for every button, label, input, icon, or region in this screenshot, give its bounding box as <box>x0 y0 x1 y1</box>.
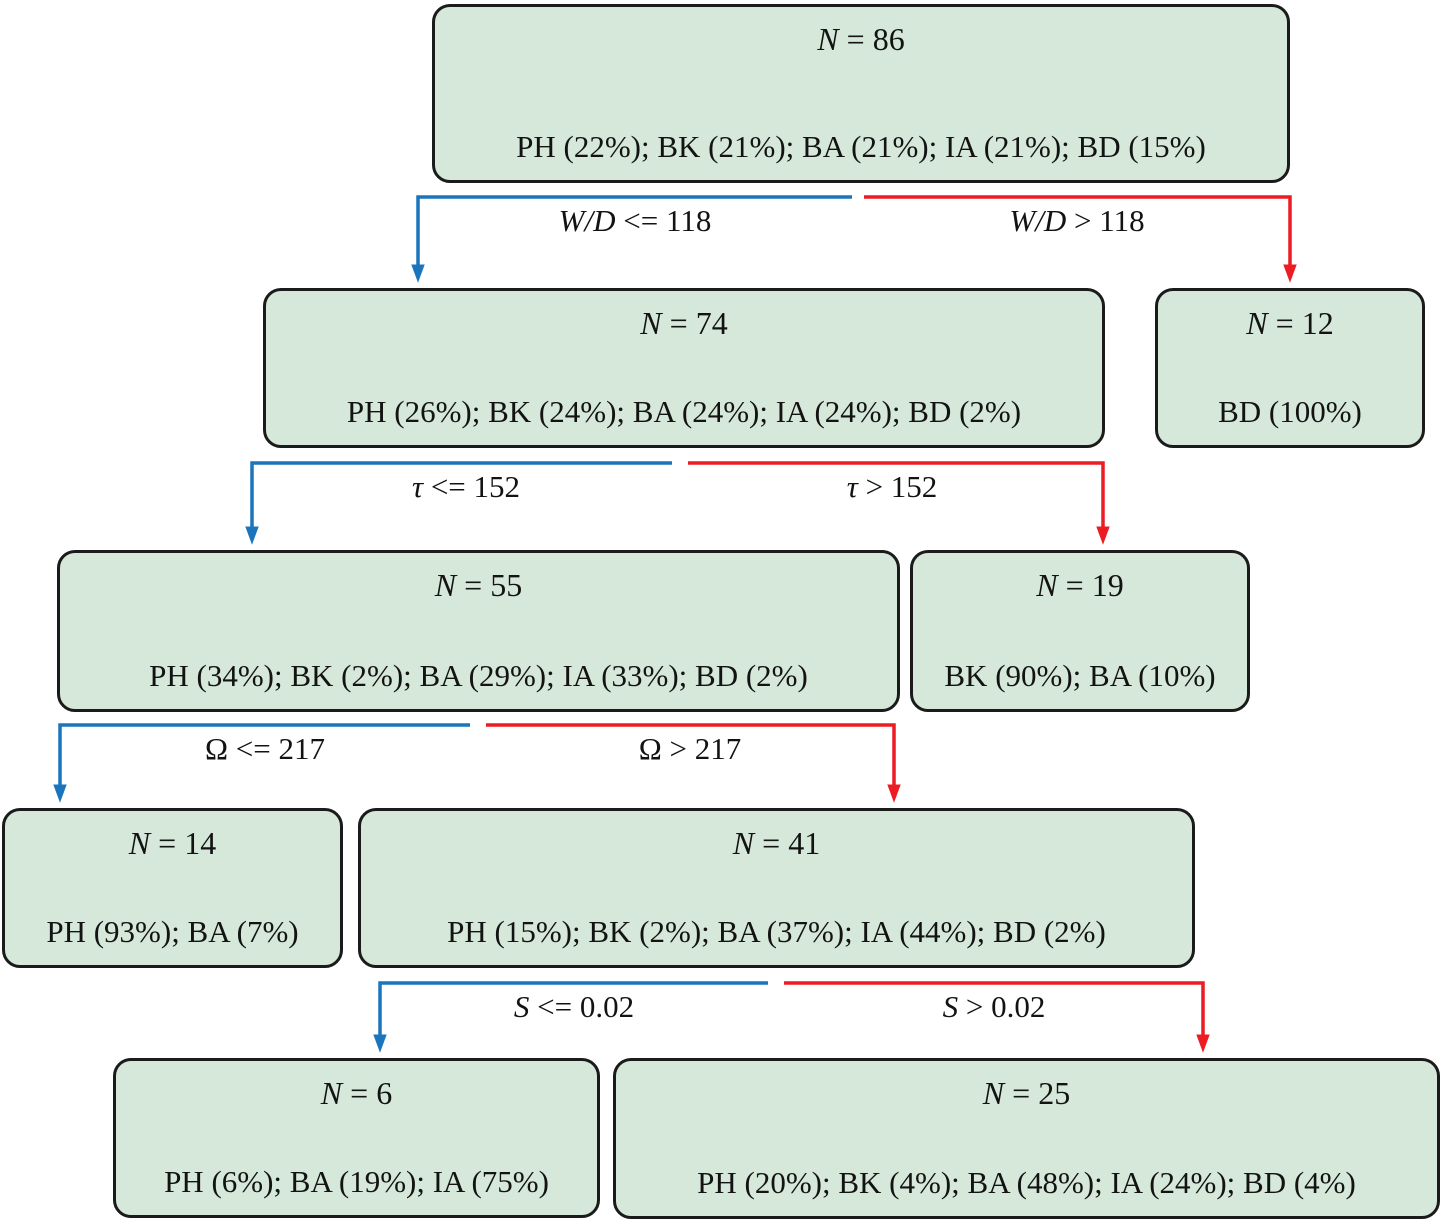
split-variable: Ω <box>204 731 229 766</box>
branch-s-left-arrow <box>373 981 768 1053</box>
branch-omega-right-arrow <box>486 723 901 803</box>
n-symbol: N <box>640 305 662 341</box>
branch-s-right-arrow <box>784 981 1210 1053</box>
tree-node-n25: N = 25 PH (20%); BK (4%); BA (48%); IA (… <box>613 1058 1440 1219</box>
node-distribution: PH (26%); BK (24%); BA (24%); IA (24%); … <box>346 394 1022 429</box>
split-label-wd-right: W/D > 118 <box>1009 205 1144 236</box>
branch-wd-right-arrow <box>864 195 1297 283</box>
n-symbol: N <box>732 825 755 861</box>
split-label-s-right: S > 0.02 <box>943 991 1046 1022</box>
split-condition: > 0.02 <box>958 989 1046 1024</box>
node-distribution: PH (34%); BK (2%); BA (29%); IA (33%); B… <box>149 658 808 693</box>
node-distribution: PH (20%); BK (4%); BA (48%); IA (24%); B… <box>697 1165 1356 1200</box>
split-condition: <= 152 <box>423 469 521 504</box>
node-count: N = 41 <box>733 827 820 859</box>
split-variable: S <box>942 989 959 1024</box>
tree-node-root: N = 86 PH (22%); BK (21%); BA (21%); IA … <box>432 4 1290 183</box>
split-condition: > 152 <box>857 469 938 504</box>
branch-tau-left-arrow <box>245 461 672 545</box>
split-label-omega-right: Ω > 217 <box>639 733 742 764</box>
tree-node-n6: N = 6 PH (6%); BA (19%); IA (75%) <box>113 1058 600 1218</box>
n-symbol: N <box>1246 305 1268 341</box>
tree-node-n19: N = 19 BK (90%); BA (10%) <box>910 550 1250 712</box>
split-label-omega-left: Ω <= 217 <box>205 733 325 764</box>
tree-node-n41: N = 41 PH (15%); BK (2%); BA (37%); IA (… <box>358 808 1195 968</box>
node-distribution: PH (22%); BK (21%); BA (21%); IA (21%); … <box>516 129 1206 164</box>
n-value: = 74 <box>661 305 728 341</box>
split-condition: <= 0.02 <box>529 989 635 1024</box>
tree-node-n12: N = 12 BD (100%) <box>1155 288 1425 448</box>
node-distribution: BD (100%) <box>1218 394 1362 429</box>
split-variable: τ <box>846 469 858 504</box>
split-variable: τ <box>411 469 424 504</box>
split-label-tau-right: τ > 152 <box>847 471 938 502</box>
node-count: N = 6 <box>321 1077 392 1109</box>
n-value: = 55 <box>456 567 523 603</box>
split-condition: <= 217 <box>228 731 326 766</box>
node-distribution: PH (93%); BA (7%) <box>46 914 299 949</box>
n-value: = 14 <box>150 825 217 861</box>
n-value: = 6 <box>342 1075 393 1111</box>
node-distribution: PH (15%); BK (2%); BA (37%); IA (44%); B… <box>447 914 1106 949</box>
branch-omega-left-arrow <box>53 723 470 803</box>
split-condition: <= 118 <box>615 203 712 238</box>
split-variable: S <box>513 989 530 1024</box>
n-value: = 12 <box>1267 305 1334 341</box>
split-label-s-left: S <= 0.02 <box>514 991 634 1022</box>
node-count: N = 14 <box>129 827 216 859</box>
n-symbol: N <box>982 1075 1005 1111</box>
tree-node-n74: N = 74 PH (26%); BK (24%); BA (24%); IA … <box>263 288 1105 448</box>
tree-node-n55: N = 55 PH (34%); BK (2%); BA (29%); IA (… <box>57 550 900 712</box>
node-distribution: PH (6%); BA (19%); IA (75%) <box>164 1164 549 1199</box>
split-condition: > 118 <box>1066 203 1145 238</box>
n-symbol: N <box>817 21 839 57</box>
n-value: = 86 <box>838 21 905 57</box>
n-value: = 41 <box>754 825 821 861</box>
node-count: N = 19 <box>1036 569 1123 601</box>
node-count: N = 12 <box>1246 307 1333 339</box>
branch-tau-right-arrow <box>688 461 1110 545</box>
split-label-wd-left: W/D <= 118 <box>559 205 712 236</box>
n-symbol: N <box>320 1075 343 1111</box>
node-count: N = 55 <box>435 569 522 601</box>
split-variable: Ω <box>638 731 662 766</box>
tree-node-n14: N = 14 PH (93%); BA (7%) <box>2 808 343 968</box>
n-symbol: N <box>1036 567 1058 603</box>
node-count: N = 74 <box>640 307 727 339</box>
n-symbol: N <box>128 825 151 861</box>
node-distribution: BK (90%); BA (10%) <box>944 658 1216 693</box>
split-variable: W/D <box>558 203 616 238</box>
n-value: = 19 <box>1057 567 1124 603</box>
split-variable: W/D <box>1009 203 1067 238</box>
node-count: N = 86 <box>817 23 904 55</box>
node-count: N = 25 <box>983 1077 1070 1109</box>
branch-wd-left-arrow <box>411 195 852 283</box>
split-condition: > 217 <box>661 731 742 766</box>
split-label-tau-left: τ <= 152 <box>412 471 520 502</box>
n-symbol: N <box>434 567 457 603</box>
n-value: = 25 <box>1004 1075 1071 1111</box>
